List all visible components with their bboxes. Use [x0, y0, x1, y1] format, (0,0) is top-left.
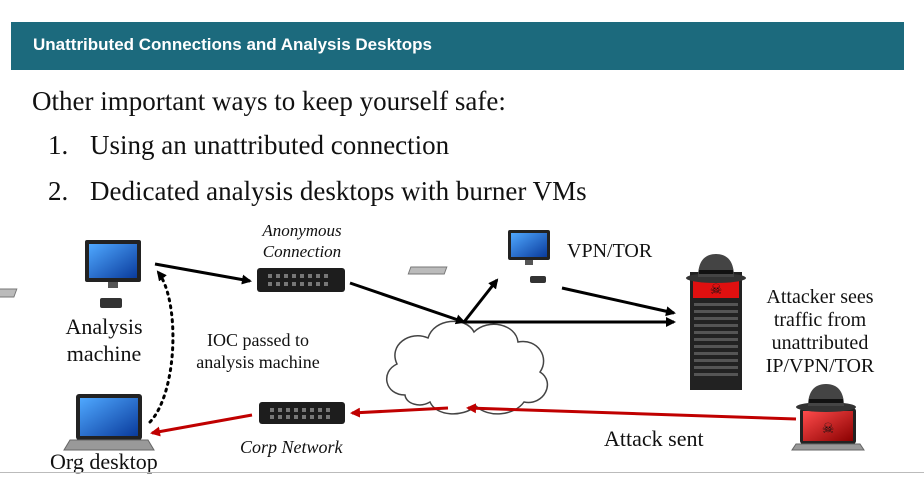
svg-text:☠: ☠	[822, 421, 835, 437]
list-item-1: 1. Using an unattributed connection	[48, 130, 449, 161]
cloud-icon	[386, 320, 549, 415]
network-device-icon	[257, 268, 345, 292]
laptop-icon: ☠	[791, 408, 865, 451]
list-item-2: 2. Dedicated analysis desktops with burne…	[48, 176, 587, 207]
org-desktop-label: Org desktop	[50, 449, 158, 474]
arrow	[349, 281, 466, 325]
attack-arrow	[350, 406, 449, 418]
slide-title: Unattributed Connections and Analysis De…	[33, 35, 432, 54]
server-rack-icon	[690, 272, 742, 390]
list-number: 2.	[48, 176, 69, 206]
footer-divider	[0, 472, 924, 473]
corp-network-label: Corp Network	[240, 437, 343, 457]
hacker-hat-icon	[796, 384, 856, 412]
dotted-arrow	[148, 270, 175, 424]
attack-arrow	[150, 413, 253, 437]
arrow	[462, 278, 499, 323]
intro-text: Other important ways to keep yourself sa…	[32, 86, 506, 116]
laptop-icon	[63, 394, 155, 451]
title-bar: Unattributed Connections and Analysis De…	[11, 22, 904, 70]
ioc-label: IOC passed to analysis machine	[196, 330, 320, 372]
network-device-icon	[259, 402, 345, 424]
desktop-monitor-icon	[407, 230, 550, 283]
list-number: 1.	[48, 130, 69, 160]
attacker-label: Attacker sees traffic from unattributed …	[765, 286, 875, 377]
vpn-tor-label: VPN/TOR	[567, 240, 653, 262]
attack-arrow	[466, 403, 797, 421]
list-text: Using an unattributed connection	[90, 130, 450, 160]
svg-text:☠: ☠	[710, 282, 723, 298]
arrow	[154, 262, 252, 285]
arrow	[561, 286, 676, 317]
list-text: Dedicated analysis desktops with burner …	[90, 176, 587, 206]
analysis-machine-label: Analysis machine	[65, 314, 143, 366]
hacker-hat-icon: ☠	[686, 254, 746, 298]
anonymous-connection-label: Anonymous Connection	[262, 221, 342, 261]
desktop-monitor-icon	[0, 240, 141, 308]
attack-sent-label: Attack sent	[604, 426, 704, 451]
